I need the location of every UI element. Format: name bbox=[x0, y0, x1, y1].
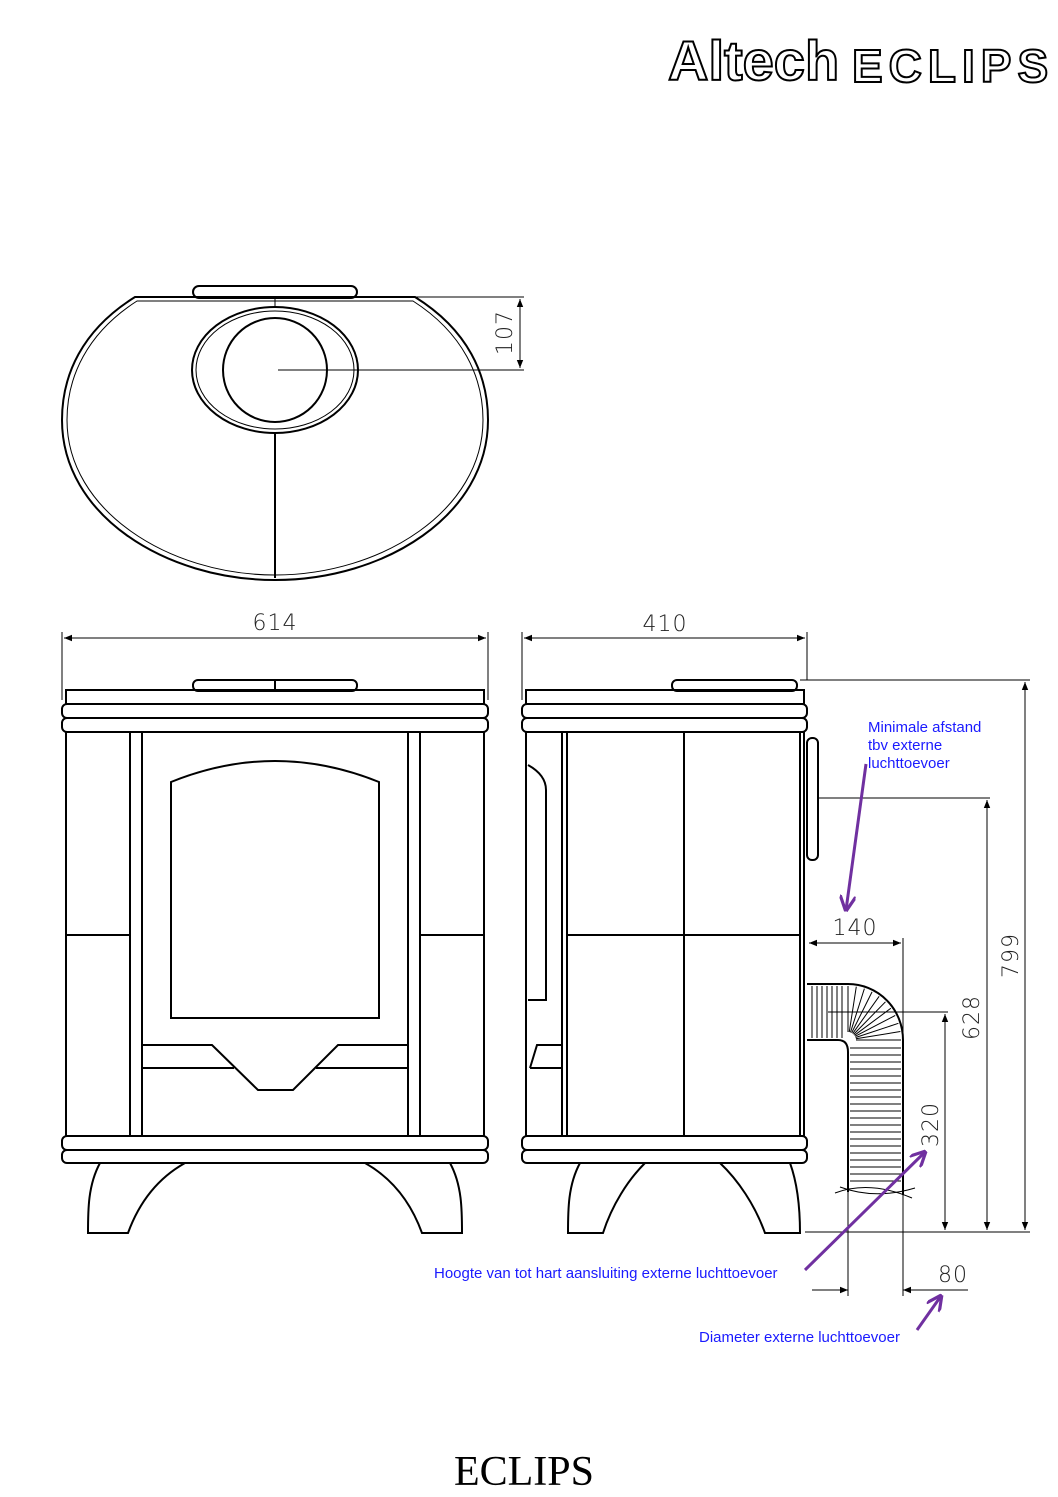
dim-air-inlet-diameter: 80 bbox=[938, 1263, 968, 1288]
note-min-distance-1: Minimale afstand bbox=[868, 719, 981, 736]
arrow-min-distance bbox=[846, 763, 868, 910]
front-view: 614 bbox=[61, 611, 489, 1234]
pipe-hatch-line bbox=[848, 986, 857, 1033]
arrow-center-height bbox=[803, 1152, 925, 1272]
note-min-distance-2: tbv externe bbox=[868, 737, 942, 754]
side-view: 410 bbox=[521, 612, 1030, 1296]
dim-air-inlet-min-height: 628 bbox=[960, 995, 985, 1040]
arrow-diameter bbox=[915, 1296, 941, 1331]
dim-total-height: 799 bbox=[999, 933, 1024, 978]
pipe-hatch-line bbox=[852, 996, 880, 1034]
pipe-hatch-line bbox=[854, 1015, 896, 1037]
logo-model: ECLIPS bbox=[852, 40, 1054, 92]
air-inlet-pipe bbox=[807, 983, 916, 1199]
logo-brand: Altech bbox=[668, 29, 839, 92]
brand-logo: Altech ECLIPS bbox=[667, 28, 1054, 93]
dim-flue-offset: 107 bbox=[493, 310, 518, 355]
pipe-hatch-line bbox=[853, 1001, 886, 1035]
pipe-hatch-line bbox=[849, 988, 865, 1033]
pipe-hatch-line bbox=[855, 1022, 899, 1039]
dim-air-inlet-clearance: 140 bbox=[833, 916, 878, 941]
pipe-hatch-line bbox=[855, 1031, 901, 1040]
dim-air-inlet-center-height: 320 bbox=[919, 1102, 944, 1147]
dim-front-width: 614 bbox=[253, 611, 298, 636]
annotations: Minimale afstand tbv externe luchttoevoe… bbox=[434, 719, 981, 1346]
note-center-height: Hoogte van tot hart aansluiting externe … bbox=[434, 1265, 778, 1282]
drawing-title: ECLIPS bbox=[454, 1449, 594, 1495]
top-view: 107 bbox=[60, 285, 524, 582]
pipe-hatch-line bbox=[854, 1007, 892, 1036]
note-diameter: Diameter externe luchttoevoer bbox=[699, 1329, 900, 1346]
note-min-distance-3: luchttoevoer bbox=[868, 755, 950, 772]
dim-side-depth: 410 bbox=[643, 612, 688, 637]
